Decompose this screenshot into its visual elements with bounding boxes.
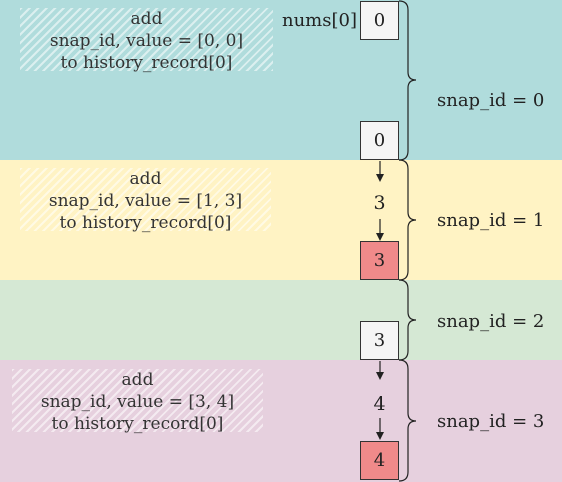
snap-id-label-2: snap_id = 2 <box>437 311 545 332</box>
note-line: add <box>121 370 154 390</box>
brace-snap-0 <box>398 0 417 161</box>
history-note-snap-3: add snap_id, value = [3, 4] to history_r… <box>12 369 263 434</box>
note-line: snap_id, value = [1, 3] <box>48 191 243 211</box>
set-value-snap-1: 3 <box>373 192 386 214</box>
brace-snap-2 <box>398 279 417 361</box>
array-cell-snap-2: 3 <box>360 321 399 360</box>
array-cell-initial: 0 <box>360 1 399 40</box>
arrow-into-value-snap-3 <box>376 361 384 380</box>
arrow-into-cell-snap-1 <box>376 219 384 241</box>
arrow-into-cell-snap-3 <box>376 418 384 440</box>
note-line: add <box>129 169 162 189</box>
snapshot-band-2 <box>0 280 562 360</box>
note-line: snap_id, value = [3, 4] <box>40 392 235 412</box>
array-cell-snap-1: 3 <box>360 241 399 280</box>
history-note-snap-1: add snap_id, value = [1, 3] to history_r… <box>20 168 271 233</box>
array-cell-snap-0: 0 <box>360 121 399 160</box>
history-note-snap-0: add snap_id, value = [0, 0] to history_r… <box>20 8 273 73</box>
brace-snap-3 <box>398 359 417 482</box>
snap-id-label-3: snap_id = 3 <box>437 411 545 432</box>
arrow-into-value-snap-1 <box>376 161 384 182</box>
note-line: to history_record[0] <box>51 414 224 434</box>
note-line: to history_record[0] <box>60 53 233 73</box>
snap-id-label-1: snap_id = 1 <box>437 210 545 231</box>
snap-id-label-0: snap_id = 0 <box>437 90 545 111</box>
note-line: snap_id, value = [0, 0] <box>49 31 244 51</box>
array-label: nums[0] <box>282 10 357 31</box>
note-line: add <box>130 9 163 29</box>
array-cell-snap-3: 4 <box>360 441 399 480</box>
set-value-snap-3: 4 <box>373 393 386 415</box>
note-line: to history_record[0] <box>59 213 232 233</box>
brace-snap-1 <box>398 159 417 281</box>
